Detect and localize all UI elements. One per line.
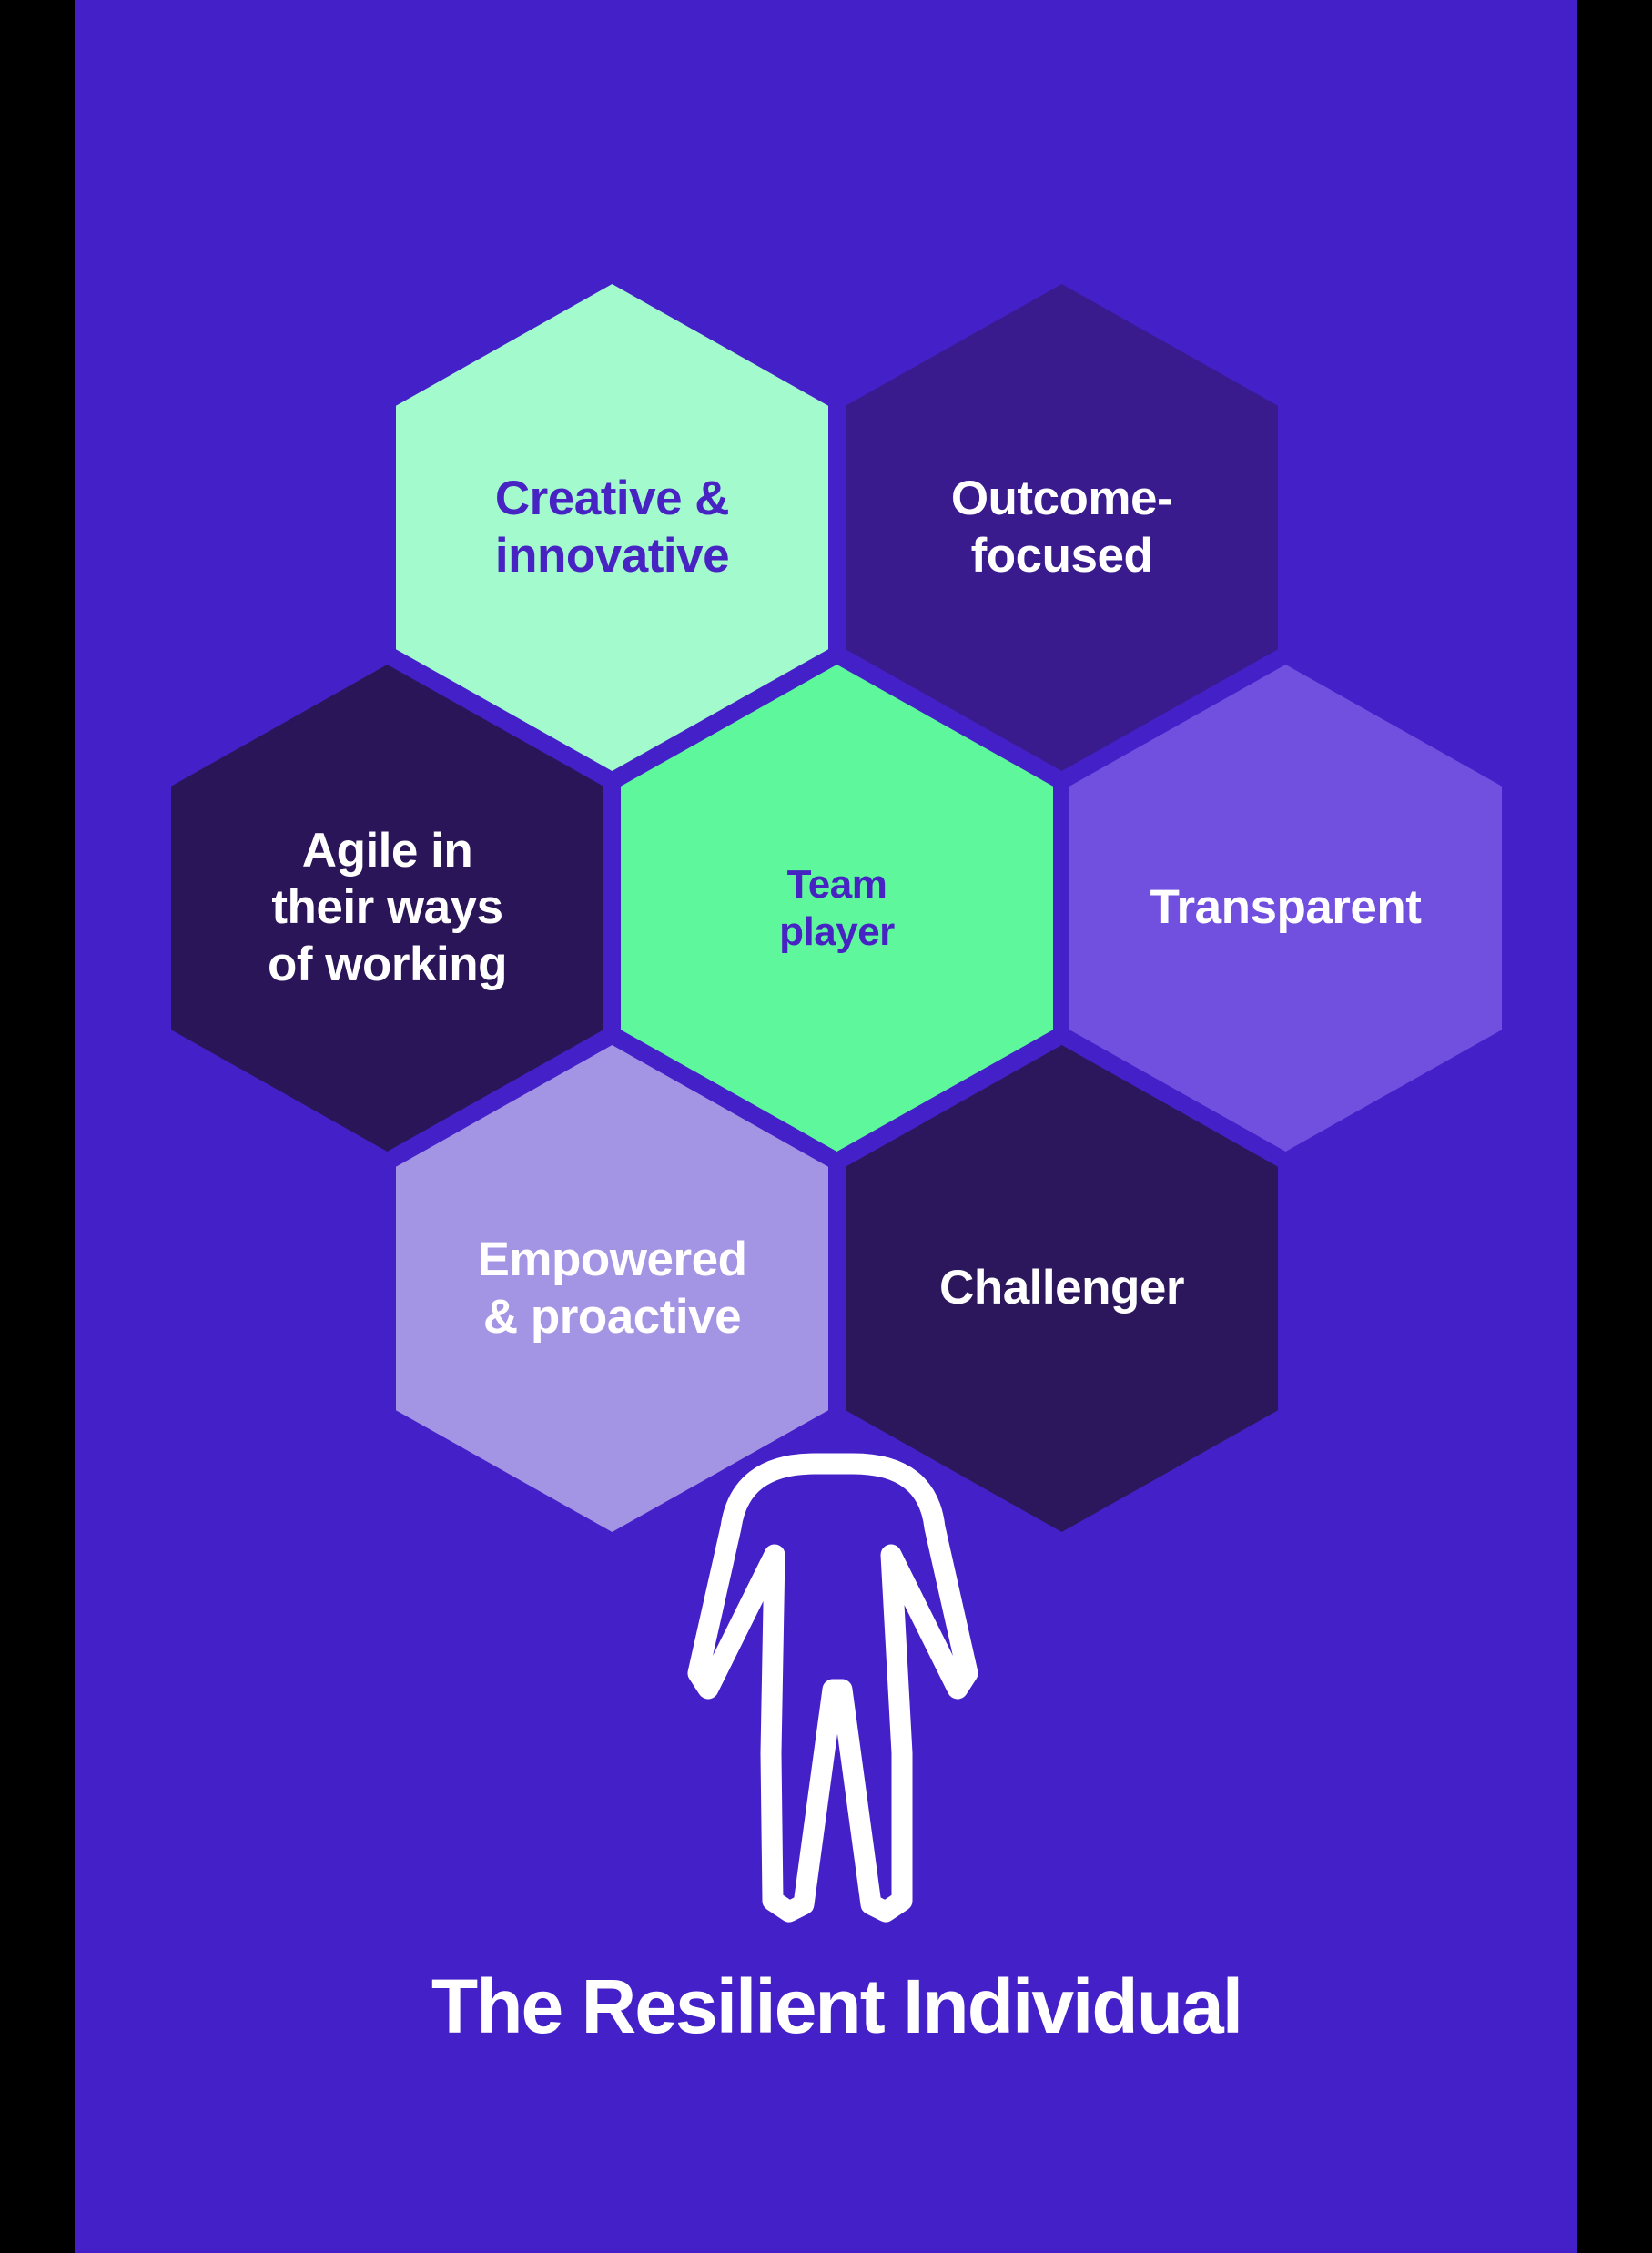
hexagon-outcome-focused: Outcome- focused: [846, 284, 1278, 771]
person-figure: [687, 1453, 978, 1923]
hexagon-label-empowered-proactive: Empowered & proactive: [477, 1232, 747, 1344]
hexagon-label-creative-innovative: Creative & innovative: [494, 471, 730, 583]
letterbox-right: [1577, 0, 1652, 2253]
hexagon-team-player: Team player: [621, 665, 1053, 1152]
hexagon-label-agile-ways-of-working: Agile in their ways of working: [268, 823, 507, 991]
hexagon-label-transparent: Transparent: [1150, 880, 1422, 935]
hexagon-label-team-player: Team player: [779, 861, 895, 954]
hexagon-agile-ways-of-working: Agile in their ways of working: [171, 665, 603, 1152]
infographic-canvas: Creative & innovative Outcome- focused A…: [75, 0, 1577, 2253]
letterbox-left: [0, 0, 75, 2253]
hexagon-label-outcome-focused: Outcome- focused: [950, 471, 1173, 583]
person-outline-icon: [687, 1453, 978, 1923]
hexagon-transparent: Transparent: [1069, 665, 1502, 1152]
hexagon-creative-innovative: Creative & innovative: [396, 284, 828, 771]
page-title: The Resilient Individual: [431, 1964, 1243, 2049]
hexagon-label-challenger: Challenger: [939, 1261, 1184, 1315]
